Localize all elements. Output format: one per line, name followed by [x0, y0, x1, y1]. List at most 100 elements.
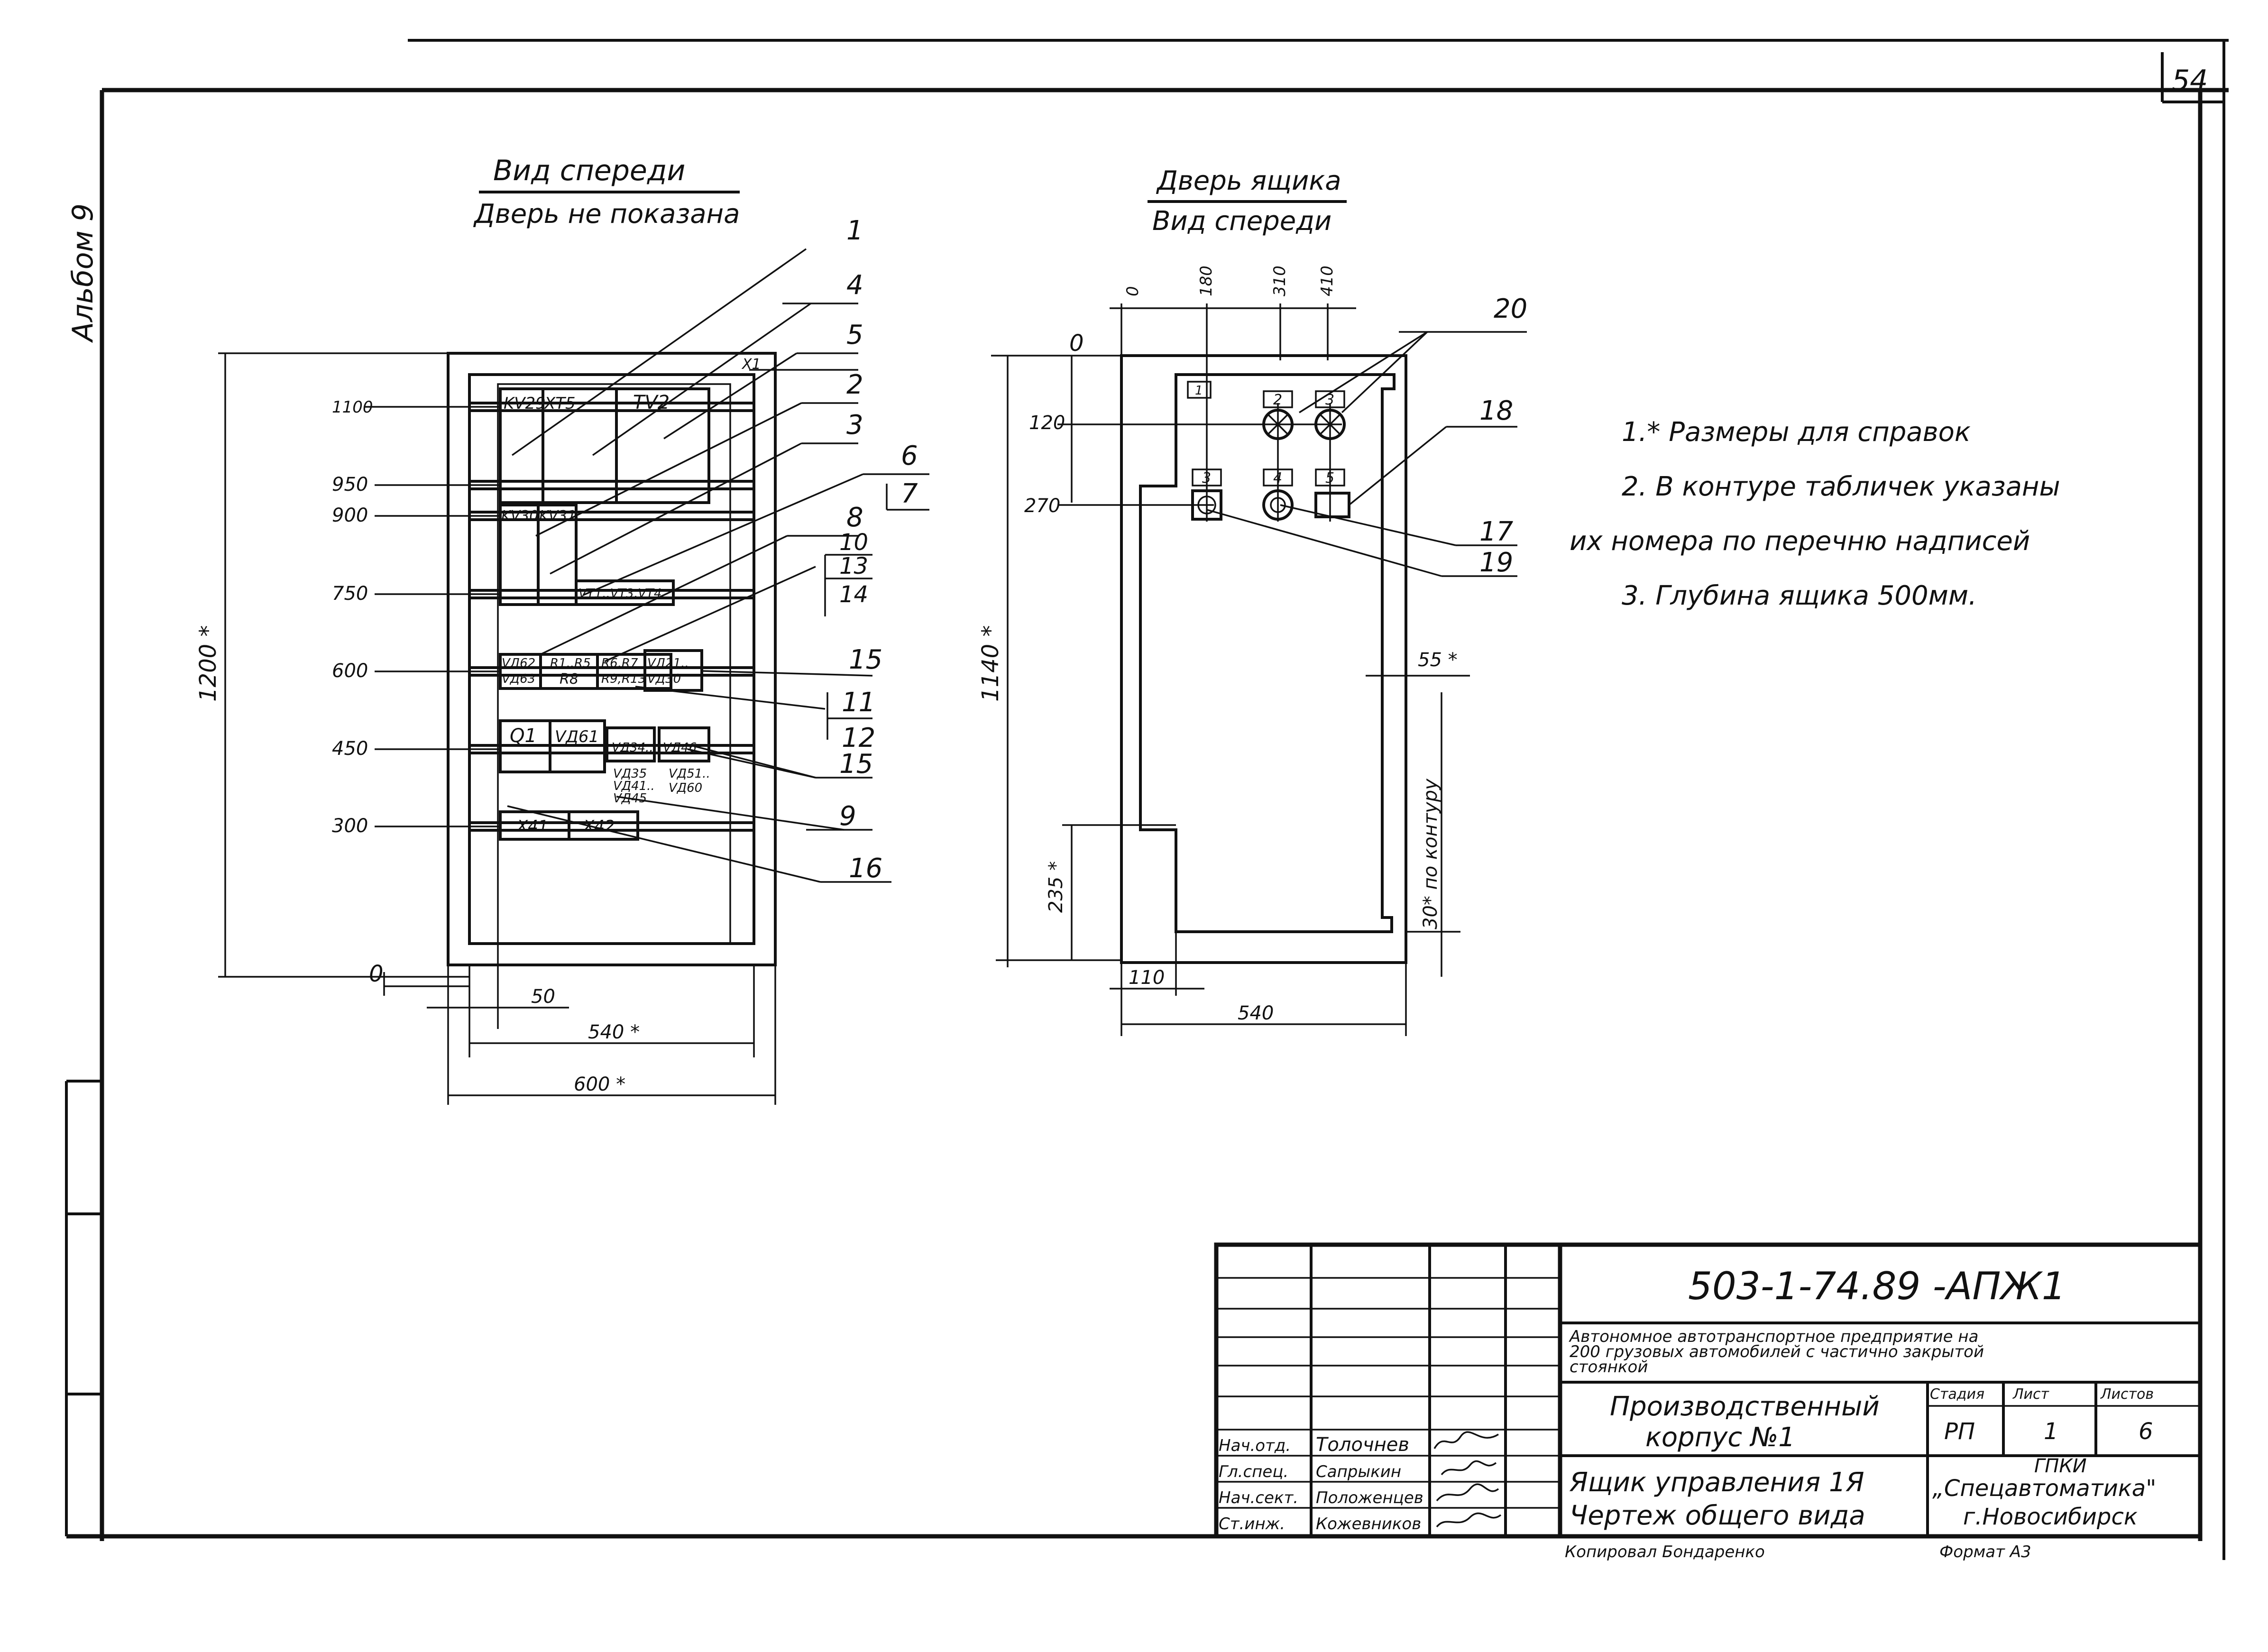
sheet-value: 1 [2044, 1418, 2058, 1445]
relay-kv31 [537, 504, 578, 606]
callout-9: 9 [839, 801, 856, 832]
signature-icon [1436, 1483, 1499, 1502]
plate-2: 2 [1273, 392, 1282, 408]
label-tv2: TV2 [633, 392, 670, 413]
callout-4: 4 [846, 270, 863, 301]
label-vd60: VД60 [669, 781, 702, 795]
callout-14: 14 [839, 581, 868, 608]
project-line-2: 200 грузовых автомобилей с частично закр… [1570, 1342, 1984, 1361]
page-number: 54 [2172, 64, 2208, 97]
din-rails [469, 402, 754, 832]
door-outer [1120, 354, 1407, 964]
notes: 1.* Размеры для справок 2. В контуре таб… [1570, 417, 2060, 611]
door-dim-540: 540 [1238, 1002, 1274, 1024]
note-3: 3. Глубина ящика 500мм. [1622, 580, 1977, 611]
label-q1: Q1 [510, 725, 537, 747]
label-kv31: KV31 [539, 508, 576, 524]
label-vd35: VД35 [613, 767, 647, 781]
front-view-levels [365, 406, 500, 996]
level-750: 750 [332, 583, 368, 605]
sheets-header: Листов [2100, 1386, 2154, 1403]
callout-7: 7 [901, 478, 918, 509]
thyristors-vt [575, 579, 675, 606]
project-line-3: стоянкой [1570, 1358, 1648, 1377]
front-view-subtitle: Дверь не показана [473, 199, 740, 229]
note-2: 2. В контуре табличек указаны [1622, 471, 2060, 502]
stage-header: Стадия [1930, 1386, 1984, 1403]
level-450: 450 [332, 738, 368, 760]
dim-50: 50 [531, 986, 555, 1008]
callout-6: 6 [901, 441, 918, 471]
label-vd46: VД46 [663, 741, 697, 755]
diode-vd61 [549, 719, 606, 773]
doc-code: 503-1-74.89 -АПЖ1 [1688, 1264, 2066, 1308]
project-line-1: Автономное автотранспортное предприятие … [1569, 1327, 1978, 1346]
callout-10: 10 [839, 529, 868, 556]
dim-540: 540 * [588, 1021, 640, 1043]
door-top-410: 410 [1318, 266, 1337, 296]
cabinet-outer [447, 352, 777, 966]
callout-12: 12 [842, 723, 875, 753]
callout-8: 8 [846, 502, 863, 533]
label-r9r13: R9,R13 [601, 672, 646, 686]
door-left-120: 120 [1029, 412, 1065, 434]
door-dim-235: 235 * [1045, 861, 1067, 913]
org-line-2: „Спецавтоматика" [1932, 1475, 2156, 1502]
role-4: Ст.инж. [1219, 1514, 1285, 1533]
level-950: 950 [332, 474, 368, 496]
label-vd30: VД30 [647, 672, 681, 686]
callout-3: 3 [846, 410, 863, 441]
copied-by: Копировал Бондаренко [1565, 1542, 1765, 1561]
diode-block-vd34 [606, 726, 656, 762]
door-left-0: 0 [1069, 330, 1084, 357]
door-contour-dim: 30* по контуру [1420, 778, 1442, 929]
signature-icon [1441, 1460, 1497, 1476]
stage-value: РП [1944, 1418, 1975, 1445]
label-r1r5: R1..R5 [550, 656, 591, 670]
plate-1: 1 [1195, 384, 1203, 398]
callout-2: 2 [846, 369, 863, 400]
name-1: Толочнев [1316, 1434, 1409, 1456]
door-view: Дверь ящика Вид спереди 0 180 310 410 0 … [977, 165, 1527, 1036]
drawing-title-1: Ящик управления 1Я [1569, 1467, 1864, 1498]
diode-block-vd46 [658, 726, 710, 762]
callout-20: 20 [1494, 294, 1527, 324]
org-line-3: г.Новосибирск [1963, 1504, 2138, 1530]
level-900: 900 [332, 505, 368, 526]
door-inner-contour [1139, 373, 1396, 933]
label-kv29: KV29 [504, 394, 546, 413]
org-line-1: ГПКИ [2034, 1455, 2087, 1477]
dim-600: 600 * [574, 1074, 625, 1095]
role-1: Нач.отд. [1219, 1436, 1291, 1455]
signature-icon [1436, 1512, 1502, 1528]
label-vd21: VД21.. [647, 656, 689, 670]
level-600: 600 [332, 660, 368, 682]
role-2: Гл.спец. [1219, 1462, 1288, 1481]
label-vd62: VД62 [502, 656, 535, 670]
callout-16: 16 [849, 853, 882, 884]
door-view-title: Дверь ящика [1156, 165, 1341, 196]
callout-15a: 15 [849, 644, 882, 675]
door-view-subtitle: Вид спереди [1152, 206, 1331, 237]
note-1: 1.* Размеры для справок [1622, 417, 1971, 448]
callout-18: 18 [1479, 395, 1513, 426]
callout-15b: 15 [839, 749, 873, 780]
label-xt5: XT5 [543, 394, 576, 413]
callout-1: 1 [846, 215, 863, 246]
level-1100: 1100 [332, 398, 373, 417]
door-dim-110: 110 [1129, 967, 1165, 989]
building-line-2: корпус №1 [1645, 1422, 1795, 1453]
label-vd63: VД63 [502, 672, 535, 686]
label-x41: X41 [516, 817, 549, 836]
callout-19: 19 [1479, 547, 1513, 578]
label-x42: X42 [582, 817, 615, 836]
door-dim-55: 55 * [1418, 649, 1458, 671]
door-top-0: 0 [1123, 286, 1142, 296]
callout-5: 5 [846, 320, 863, 350]
sheets-value: 6 [2139, 1418, 2153, 1445]
label-vd41: VД41.. [613, 779, 655, 793]
drawing-title-2: Чертеж общего вида [1570, 1500, 1865, 1531]
label-vd34: VД34.. [612, 741, 653, 755]
role-3: Нач.сект. [1219, 1488, 1298, 1507]
